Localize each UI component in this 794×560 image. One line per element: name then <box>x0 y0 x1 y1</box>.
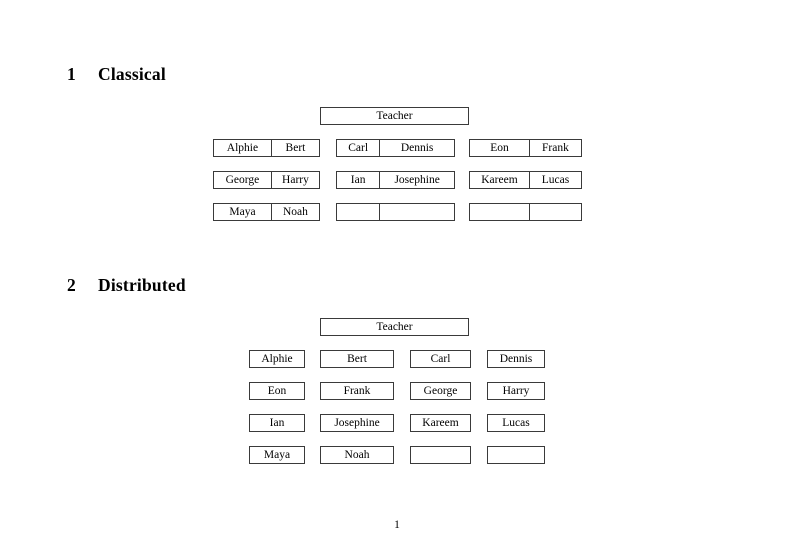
table-row <box>336 203 455 221</box>
student-box: Frank <box>320 382 394 400</box>
student-cell: Lucas <box>528 172 581 188</box>
student-cell: Harry <box>270 172 319 188</box>
table-row: George Harry <box>213 171 320 189</box>
table-row: Alphie Bert <box>213 139 320 157</box>
section-title: Distributed <box>98 275 186 295</box>
student-box: Lucas <box>487 414 545 432</box>
student-box: Kareem <box>410 414 471 432</box>
student-box <box>487 446 545 464</box>
table-row: Kareem Lucas <box>469 171 582 189</box>
student-box: Ian <box>249 414 305 432</box>
student-cell <box>379 204 454 220</box>
section-heading-classical: 1 Classical <box>67 64 166 85</box>
student-cell <box>528 204 581 220</box>
student-cell <box>470 204 529 220</box>
table-row: Eon Frank <box>469 139 582 157</box>
student-box: Carl <box>410 350 471 368</box>
student-box: Dennis <box>487 350 545 368</box>
student-cell: Alphie <box>226 142 259 154</box>
student-box: Alphie <box>249 350 305 368</box>
section-number: 2 <box>67 275 76 295</box>
student-cell: Bert <box>270 140 319 156</box>
table-row: Ian Josephine <box>336 171 455 189</box>
student-cell: Maya <box>229 206 256 218</box>
student-cell: George <box>225 174 260 186</box>
student-box: Noah <box>320 446 394 464</box>
student-box: Maya <box>249 446 305 464</box>
student-cell: Kareem <box>481 174 518 186</box>
section-number: 1 <box>67 64 76 84</box>
teacher-box-distributed: Teacher <box>320 318 469 336</box>
student-box: Bert <box>320 350 394 368</box>
student-cell: Dennis <box>379 140 454 156</box>
page-number: 1 <box>394 519 400 531</box>
student-box: Josephine <box>320 414 394 432</box>
section-heading-distributed: 2 Distributed <box>67 275 186 296</box>
student-box <box>410 446 471 464</box>
student-cell: Frank <box>528 140 581 156</box>
table-row <box>469 203 582 221</box>
student-box: Harry <box>487 382 545 400</box>
student-cell: Ian <box>350 174 366 186</box>
student-cell: Carl <box>348 142 369 154</box>
student-cell: Eon <box>490 142 509 154</box>
table-row: Carl Dennis <box>336 139 455 157</box>
student-box: Eon <box>249 382 305 400</box>
teacher-box-classical: Teacher <box>320 107 469 125</box>
student-cell: Josephine <box>379 172 454 188</box>
student-box: George <box>410 382 471 400</box>
student-cell: Noah <box>270 204 319 220</box>
table-row: Maya Noah <box>213 203 320 221</box>
student-cell <box>337 204 379 220</box>
section-title: Classical <box>98 64 166 84</box>
